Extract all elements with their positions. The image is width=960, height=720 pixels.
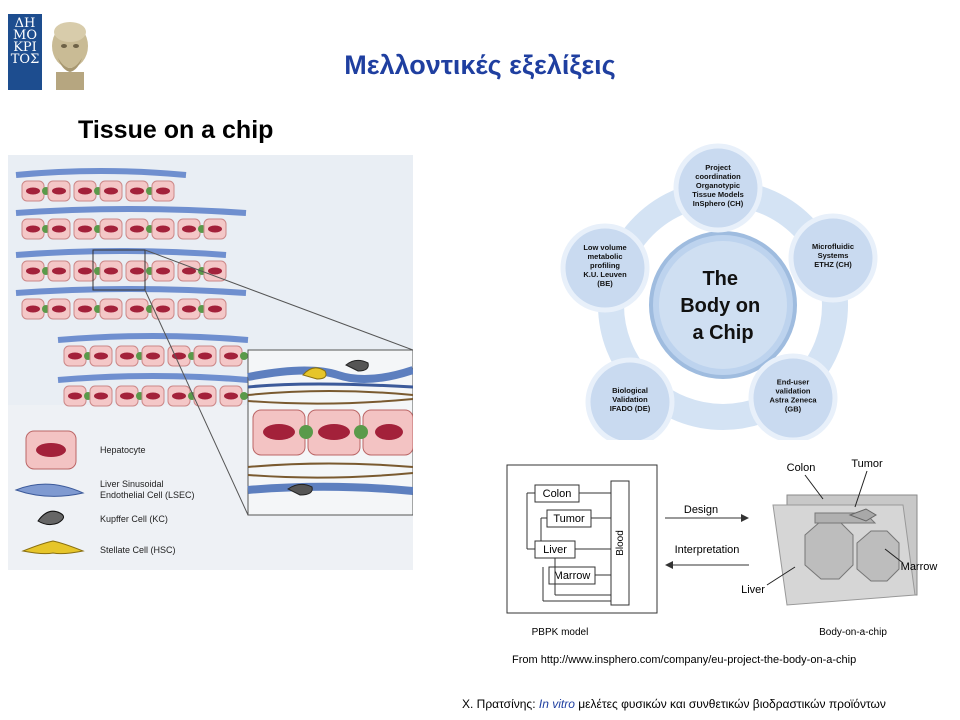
node-project-coordination-circle bbox=[673, 143, 763, 233]
hepatocyte-nucleus bbox=[156, 305, 170, 313]
organ-tumor: Tumor bbox=[553, 513, 585, 525]
legend-stellate: Stellate Cell (HSC) bbox=[100, 545, 176, 555]
hepatocyte-nucleus bbox=[198, 392, 212, 400]
footer-rest: μελέτες φυσικών και συνθετικών βιοδραστι… bbox=[578, 697, 886, 711]
chip-label-liver: Liver bbox=[741, 584, 765, 596]
hepatocyte-nucleus bbox=[156, 225, 170, 233]
pbpk-model-label: PBPK model bbox=[532, 627, 589, 638]
hepatocyte-nucleus bbox=[78, 267, 92, 275]
page-title: Μελλοντικές εξελίξεις bbox=[344, 50, 616, 80]
green-cell bbox=[240, 352, 248, 360]
hepatocyte-nucleus bbox=[208, 267, 222, 275]
lsec-vessel bbox=[57, 373, 249, 383]
lsec-vessel bbox=[15, 248, 227, 258]
chip-label-marrow: Marrow bbox=[901, 561, 938, 573]
hepatocyte-nucleus bbox=[224, 352, 238, 360]
hepatocyte-nucleus bbox=[26, 225, 40, 233]
hepatocyte-nucleus bbox=[146, 352, 160, 360]
section-subtitle: Tissue on a chip bbox=[78, 116, 274, 144]
hepatocyte-nucleus bbox=[94, 352, 108, 360]
lsec-vessel bbox=[15, 206, 247, 216]
hepatocyte-nucleus bbox=[130, 187, 144, 195]
green-cell bbox=[240, 392, 248, 400]
hepatocyte-nucleus bbox=[130, 305, 144, 313]
hepatocyte-nucleus bbox=[52, 267, 66, 275]
hepatocyte-nucleus bbox=[182, 225, 196, 233]
hepatocyte-nucleus bbox=[182, 267, 196, 275]
hepatocyte-nucleus bbox=[120, 392, 134, 400]
organ-marrow: Marrow bbox=[554, 570, 591, 582]
design-label: Design bbox=[684, 504, 718, 516]
footer-author: Χ. Πρατσίνης: bbox=[462, 697, 536, 711]
hepatocyte-nucleus bbox=[172, 392, 186, 400]
hepatocyte-nucleus bbox=[68, 392, 82, 400]
center-label: The Body on a Chip bbox=[680, 268, 766, 344]
node-end-user-validation-circle bbox=[748, 353, 838, 440]
hepatocyte-nucleus bbox=[68, 352, 82, 360]
footer-italic: In vitro bbox=[538, 697, 575, 711]
hepatocyte-nucleus bbox=[26, 267, 40, 275]
hepatocyte-nucleus bbox=[104, 267, 118, 275]
hepatocyte-nucleus bbox=[94, 392, 108, 400]
hepatocyte-nucleus bbox=[26, 187, 40, 195]
source-citation: From http://www.insphero.com/company/eu-… bbox=[512, 654, 857, 666]
chip-label-colon: Colon bbox=[787, 462, 816, 474]
blood-label: Blood bbox=[615, 530, 626, 556]
interpretation-label: Interpretation bbox=[675, 544, 740, 556]
hepatocyte-nucleus bbox=[52, 225, 66, 233]
chip-label-tumor: Tumor bbox=[851, 458, 883, 470]
legend-kupffer: Kupffer Cell (KC) bbox=[100, 514, 168, 524]
hepatocyte-nucleus bbox=[198, 352, 212, 360]
lsec-vessel bbox=[15, 168, 187, 178]
hepatocyte-nucleus bbox=[120, 352, 134, 360]
hepatocyte-nucleus bbox=[104, 187, 118, 195]
organ-liver: Liver bbox=[543, 544, 567, 556]
hepatocyte-nucleus bbox=[182, 305, 196, 313]
hepatocyte-nucleus bbox=[130, 267, 144, 275]
hepatocyte-nucleus bbox=[146, 392, 160, 400]
legend-hepatocyte: Hepatocyte bbox=[100, 445, 146, 455]
hepatocyte-nucleus bbox=[52, 187, 66, 195]
logo-banner: ΔΗ ΜΟ ΚΡΙ ΤΟΣ bbox=[8, 14, 42, 90]
cell-legend bbox=[14, 430, 85, 555]
lsec-vessel bbox=[15, 286, 247, 296]
democritus-bust-icon bbox=[42, 14, 98, 90]
hepatocyte-nucleus bbox=[156, 187, 170, 195]
hepatocyte-nucleus bbox=[156, 267, 170, 275]
lsec-vessel bbox=[57, 333, 249, 343]
node-microfluidic-systems-circle bbox=[788, 213, 878, 303]
hepatocyte-nucleus bbox=[208, 305, 222, 313]
hepatocyte-nucleus bbox=[104, 305, 118, 313]
hepatocyte-nucleus bbox=[52, 305, 66, 313]
node-biological-validation-circle bbox=[585, 357, 675, 440]
chip-caption: Body-on-a-chip bbox=[819, 627, 887, 638]
zoom-inset bbox=[247, 349, 413, 516]
hepatocyte-nucleus bbox=[78, 225, 92, 233]
node-metabolic-profiling-circle bbox=[560, 223, 650, 313]
hepatocyte-nucleus bbox=[104, 225, 118, 233]
hepatocyte-nucleus bbox=[26, 305, 40, 313]
hepatocyte-nucleus bbox=[224, 392, 238, 400]
pbpk-model-diagram: Blood Colon Tumor Liver Marrow PBPK mode… bbox=[506, 458, 938, 638]
hepatocyte-nucleus bbox=[208, 225, 222, 233]
organ-colon: Colon bbox=[543, 488, 572, 500]
chip-device bbox=[772, 494, 918, 606]
hepatocyte-nucleus bbox=[78, 187, 92, 195]
hepatocyte-nucleus bbox=[130, 225, 144, 233]
footer-credit: Χ. Πρατσίνης: In vitro μελέτες φυσικών κ… bbox=[462, 697, 886, 711]
hepatocyte-nucleus bbox=[78, 305, 92, 313]
